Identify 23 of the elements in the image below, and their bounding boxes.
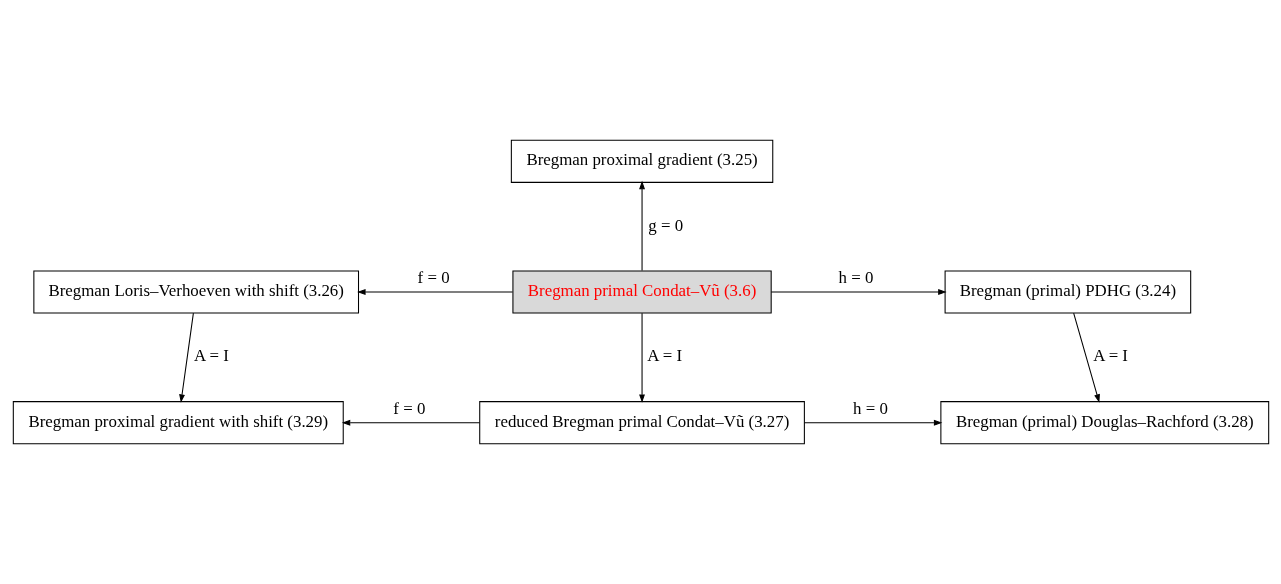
edge-label: f = 0 [392,399,425,419]
edge-label: h = 0 [838,268,873,288]
node-box: Bregman (primal) Douglas–Rachford (3.28) [939,401,1269,445]
edge-label: A = I [1092,346,1128,366]
node-box: reduced Bregman primal Condat–Vũ (3.27) [478,401,805,445]
node-box: Bregman (primal) PDHG (3.24) [944,270,1191,314]
node-box: Bregman proximal gradient (3.25) [510,139,773,183]
node-box: Bregman primal Condat–Vũ (3.6) [511,270,772,314]
arrow [341,419,480,426]
arrow [803,419,942,426]
arrow [356,289,513,295]
edge-label: f = 0 [417,268,450,288]
arrow [770,289,947,295]
arrow [178,312,194,403]
arrow [638,312,645,403]
node-box: Bregman Loris–Verhoeven with shift (3.26) [32,270,359,314]
arrow [638,180,645,272]
edge-label: A = I [646,346,682,366]
node-box: Bregman proximal gradient with shift (3.29) [12,401,344,445]
edge-label: h = 0 [852,399,888,419]
edge-label: g = 0 [647,215,683,235]
arrow [1072,312,1100,403]
edge-label: A = I [193,346,229,366]
